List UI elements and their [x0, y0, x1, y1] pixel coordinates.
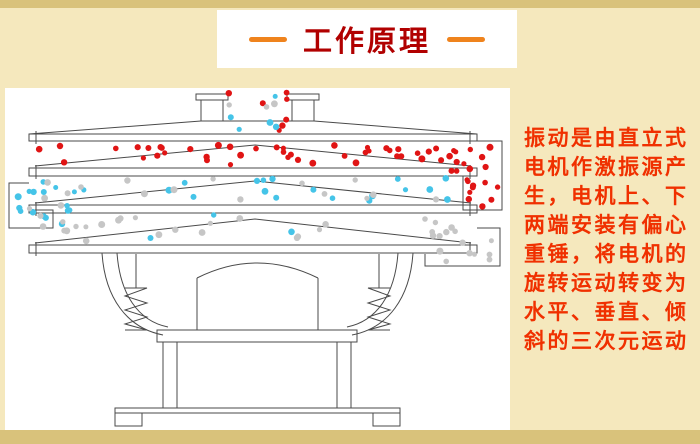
machine-outline [8, 93, 503, 427]
vibrating-sieve-diagram [8, 89, 503, 427]
top-border [0, 0, 700, 8]
page-title: 工作原理 [302, 24, 431, 58]
description-text: 振动是由直立式 电机作激振源产 生，电机上、下 两端安装有偏心 重锤，将电机的 … [524, 126, 689, 353]
particle-dots [14, 89, 501, 265]
title-dash-left-icon [248, 36, 287, 42]
diagram-panel [5, 88, 510, 433]
title-banner: 工作原理 [217, 10, 517, 68]
title-dash-right-icon [447, 36, 485, 42]
bottom-border [0, 430, 700, 444]
